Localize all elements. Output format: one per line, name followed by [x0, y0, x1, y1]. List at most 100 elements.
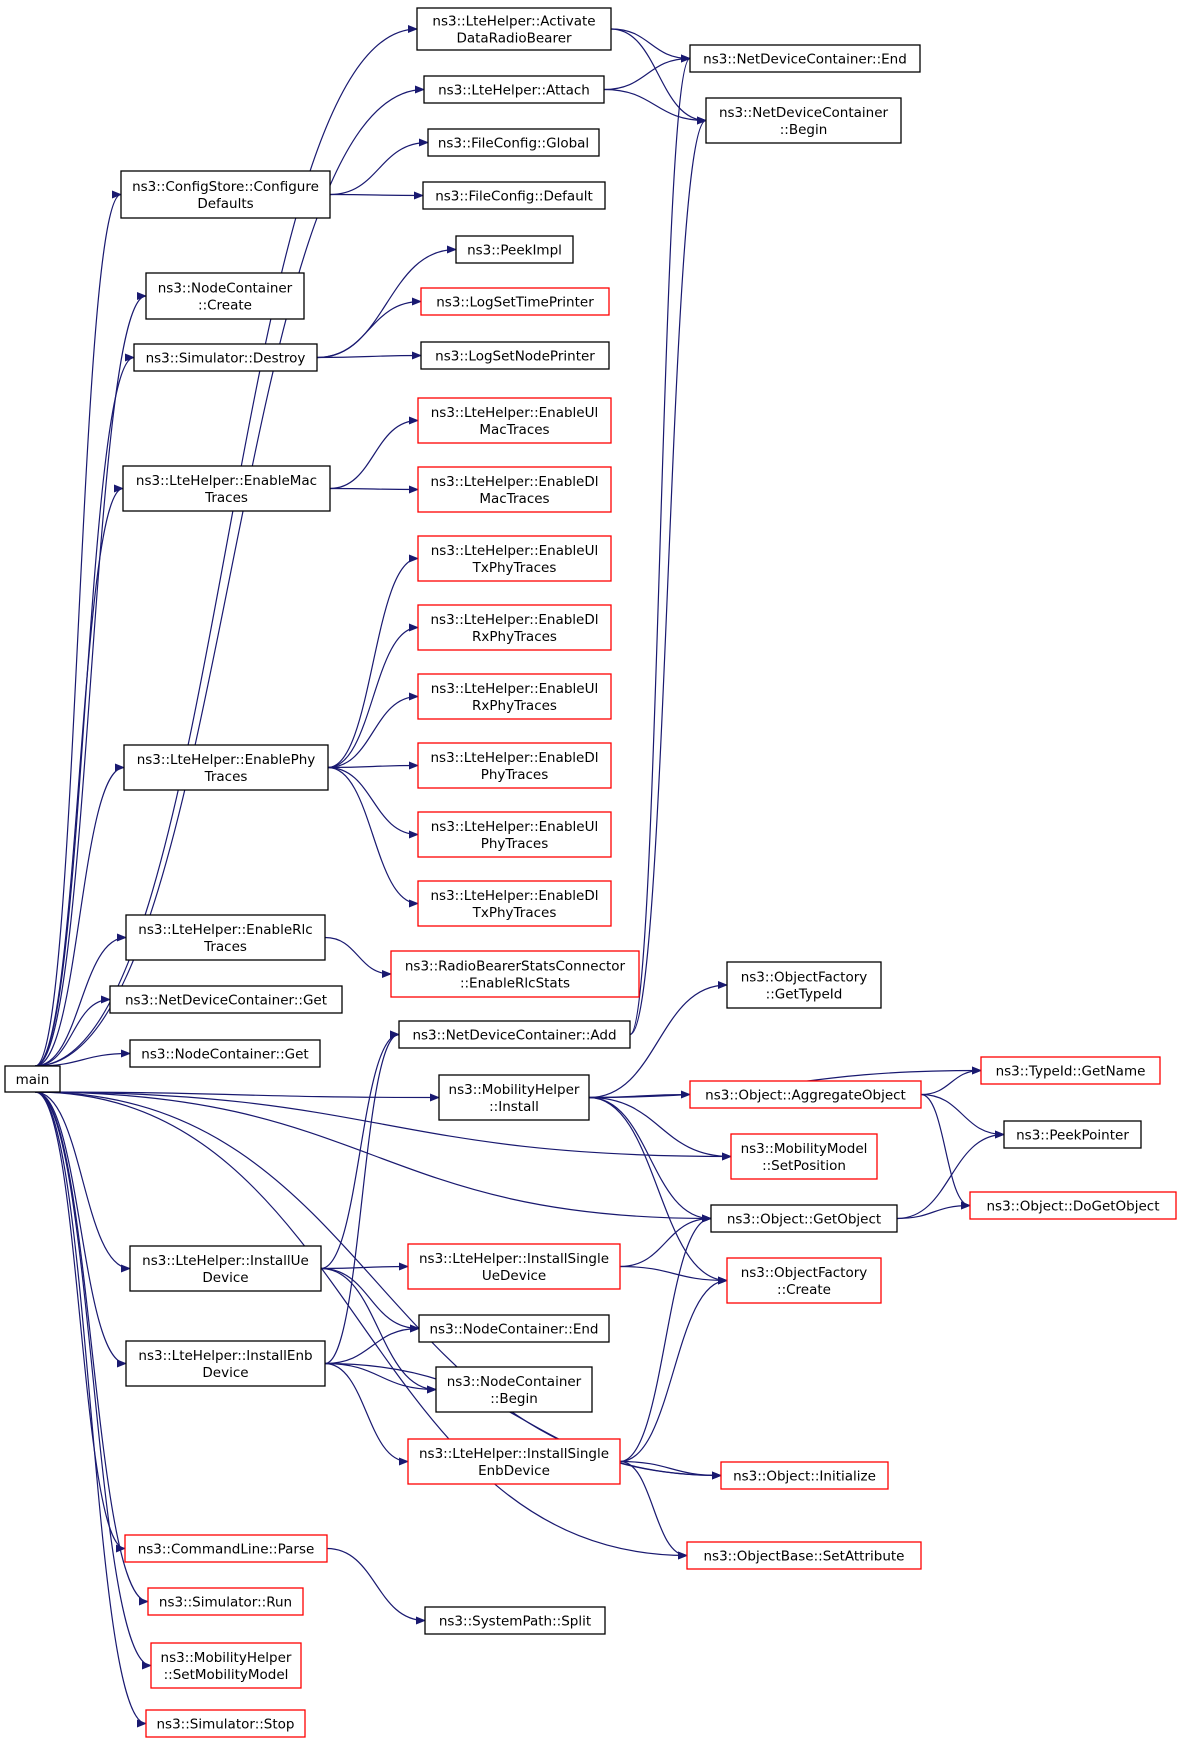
- node-peekptr[interactable]: ns3::PeekPointer: [1003, 1120, 1142, 1149]
- node-mm-setpos[interactable]: ns3::MobilityModel::SetPosition: [730, 1133, 878, 1180]
- edge-path: [619, 1460, 722, 1480]
- node-label: ns3::LteHelper::EnableDl: [430, 474, 598, 490]
- node-getobject[interactable]: ns3::Object::GetObject: [710, 1204, 898, 1233]
- node-label: ::Begin: [780, 122, 828, 138]
- node-label: ::SetPosition: [762, 1158, 846, 1174]
- node-box: [417, 673, 612, 720]
- node-obj-init[interactable]: ns3::Object::Initialize: [720, 1461, 889, 1490]
- node-ob-setattr[interactable]: ns3::ObjectBase::SetAttribute: [686, 1541, 922, 1570]
- edge-agg-obj-to-dogetobject: [920, 1093, 971, 1210]
- node-label: Defaults: [197, 196, 253, 212]
- node-ndc-begin[interactable]: ns3::NetDeviceContainer::Begin: [705, 97, 902, 144]
- edge-single-enb-to-ob-setattr: [619, 1460, 688, 1560]
- edge-sim-destroy-to-logtime: [316, 297, 422, 359]
- edge-cl-parse-to-sp-split: [326, 1547, 426, 1625]
- node-dogetobject[interactable]: ns3::Object::DoGetObject: [969, 1191, 1177, 1220]
- node-lognode[interactable]: ns3::LogSetNodePrinter: [420, 341, 610, 370]
- node-sim-destroy[interactable]: ns3::Simulator::Destroy: [133, 343, 318, 372]
- edge-install-ue-to-nc-end: [320, 1267, 420, 1333]
- node-box: [420, 341, 610, 370]
- node-box: [407, 1243, 621, 1290]
- edge-path: [588, 981, 728, 1099]
- node-agg-obj[interactable]: ns3::Object::AggregateObject: [689, 1080, 922, 1109]
- node-box: [424, 1606, 606, 1635]
- edge-enable-mac-to-dl-mac: [329, 485, 419, 494]
- node-box: [689, 44, 921, 73]
- node-logtime[interactable]: ns3::LogSetTimePrinter: [420, 287, 610, 316]
- edge-main-to-sim-stop: [35, 1091, 147, 1728]
- node-nc-get[interactable]: ns3::NodeContainer::Get: [129, 1039, 321, 1068]
- node-label: ns3::LteHelper::EnableUl: [431, 543, 599, 559]
- node-rbsc[interactable]: ns3::RadioBearerStatsConnector::EnableRl…: [390, 950, 640, 998]
- edge-path: [920, 1093, 1005, 1139]
- edge-path: [327, 623, 419, 769]
- node-box: [125, 1340, 326, 1387]
- node-mh-install[interactable]: ns3::MobilityHelper::Install: [438, 1074, 590, 1121]
- node-box: [122, 465, 331, 512]
- edge-cs-configure-to-fc-global: [329, 138, 429, 196]
- node-attach[interactable]: ns3::LteHelper::Attach: [423, 75, 605, 104]
- node-nc-create[interactable]: ns3::NodeContainer::Create: [145, 272, 305, 320]
- edge-install-ue-to-ndc-add: [320, 1030, 400, 1270]
- edge-agg-obj-to-typeid-name: [920, 1066, 982, 1096]
- node-sim-run[interactable]: ns3::Simulator::Run: [147, 1587, 304, 1616]
- node-label: ns3::ConfigStore::Configure: [132, 179, 319, 195]
- node-label: ns3::CommandLine::Parse: [138, 1542, 315, 1558]
- edge-path: [35, 484, 124, 1067]
- edge-path: [320, 1267, 437, 1394]
- node-nc-end[interactable]: ns3::NodeContainer::End: [418, 1314, 610, 1343]
- node-fc-default[interactable]: ns3::FileConfig::Default: [422, 181, 606, 210]
- node-of-create[interactable]: ns3::ObjectFactory::Create: [726, 1257, 882, 1304]
- node-box: [455, 235, 574, 264]
- node-ndc-end[interactable]: ns3::NetDeviceContainer::End: [689, 44, 921, 73]
- node-ndc-get[interactable]: ns3::NetDeviceContainer::Get: [109, 985, 343, 1014]
- nodes-layer: main ns3::LteHelper::ActivateDataRadioBea…: [4, 7, 1177, 1738]
- edge-single-ue-to-getobject: [619, 1214, 712, 1268]
- edge-path: [619, 1460, 688, 1560]
- node-box: [4, 1065, 61, 1093]
- node-peekimpl[interactable]: ns3::PeekImpl: [455, 235, 574, 264]
- node-typeid-name[interactable]: ns3::TypeId::GetName: [980, 1056, 1161, 1085]
- node-ndc-add[interactable]: ns3::NetDeviceContainer::Add: [398, 1020, 631, 1049]
- node-main[interactable]: main: [4, 1065, 61, 1093]
- edge-install-enb-to-nc-begin: [324, 1362, 437, 1394]
- node-label: ns3::FileConfig::Default: [435, 189, 593, 205]
- node-box: [417, 811, 612, 858]
- edge-path: [35, 1091, 131, 1273]
- edge-main-to-ndc-get: [35, 995, 111, 1067]
- node-box: [129, 1039, 321, 1068]
- edge-agg-obj-to-peekptr: [920, 1093, 1005, 1139]
- edge-main-to-mh-setmm: [35, 1091, 152, 1670]
- node-label: ns3::SystemPath::Split: [439, 1614, 591, 1630]
- node-nc-begin[interactable]: ns3::NodeContainer::Begin: [435, 1366, 593, 1413]
- node-mh-setmm[interactable]: ns3::MobilityHelper::SetMobilityModel: [150, 1642, 302, 1689]
- node-sp-split[interactable]: ns3::SystemPath::Split: [424, 1606, 606, 1635]
- node-box: [129, 1245, 322, 1292]
- node-sim-stop[interactable]: ns3::Simulator::Stop: [145, 1709, 306, 1738]
- node-of-typeid[interactable]: ns3::ObjectFactory::GetTypeId: [726, 961, 882, 1009]
- node-cl-parse[interactable]: ns3::CommandLine::Parse: [124, 1534, 328, 1563]
- edge-main-to-nc-create: [35, 292, 147, 1067]
- node-label: ns3::LteHelper::Attach: [438, 83, 590, 99]
- node-label: ns3::TypeId::GetName: [996, 1064, 1146, 1080]
- node-fc-global[interactable]: ns3::FileConfig::Global: [427, 128, 600, 157]
- edge-path: [324, 1324, 420, 1365]
- edge-path: [610, 28, 691, 63]
